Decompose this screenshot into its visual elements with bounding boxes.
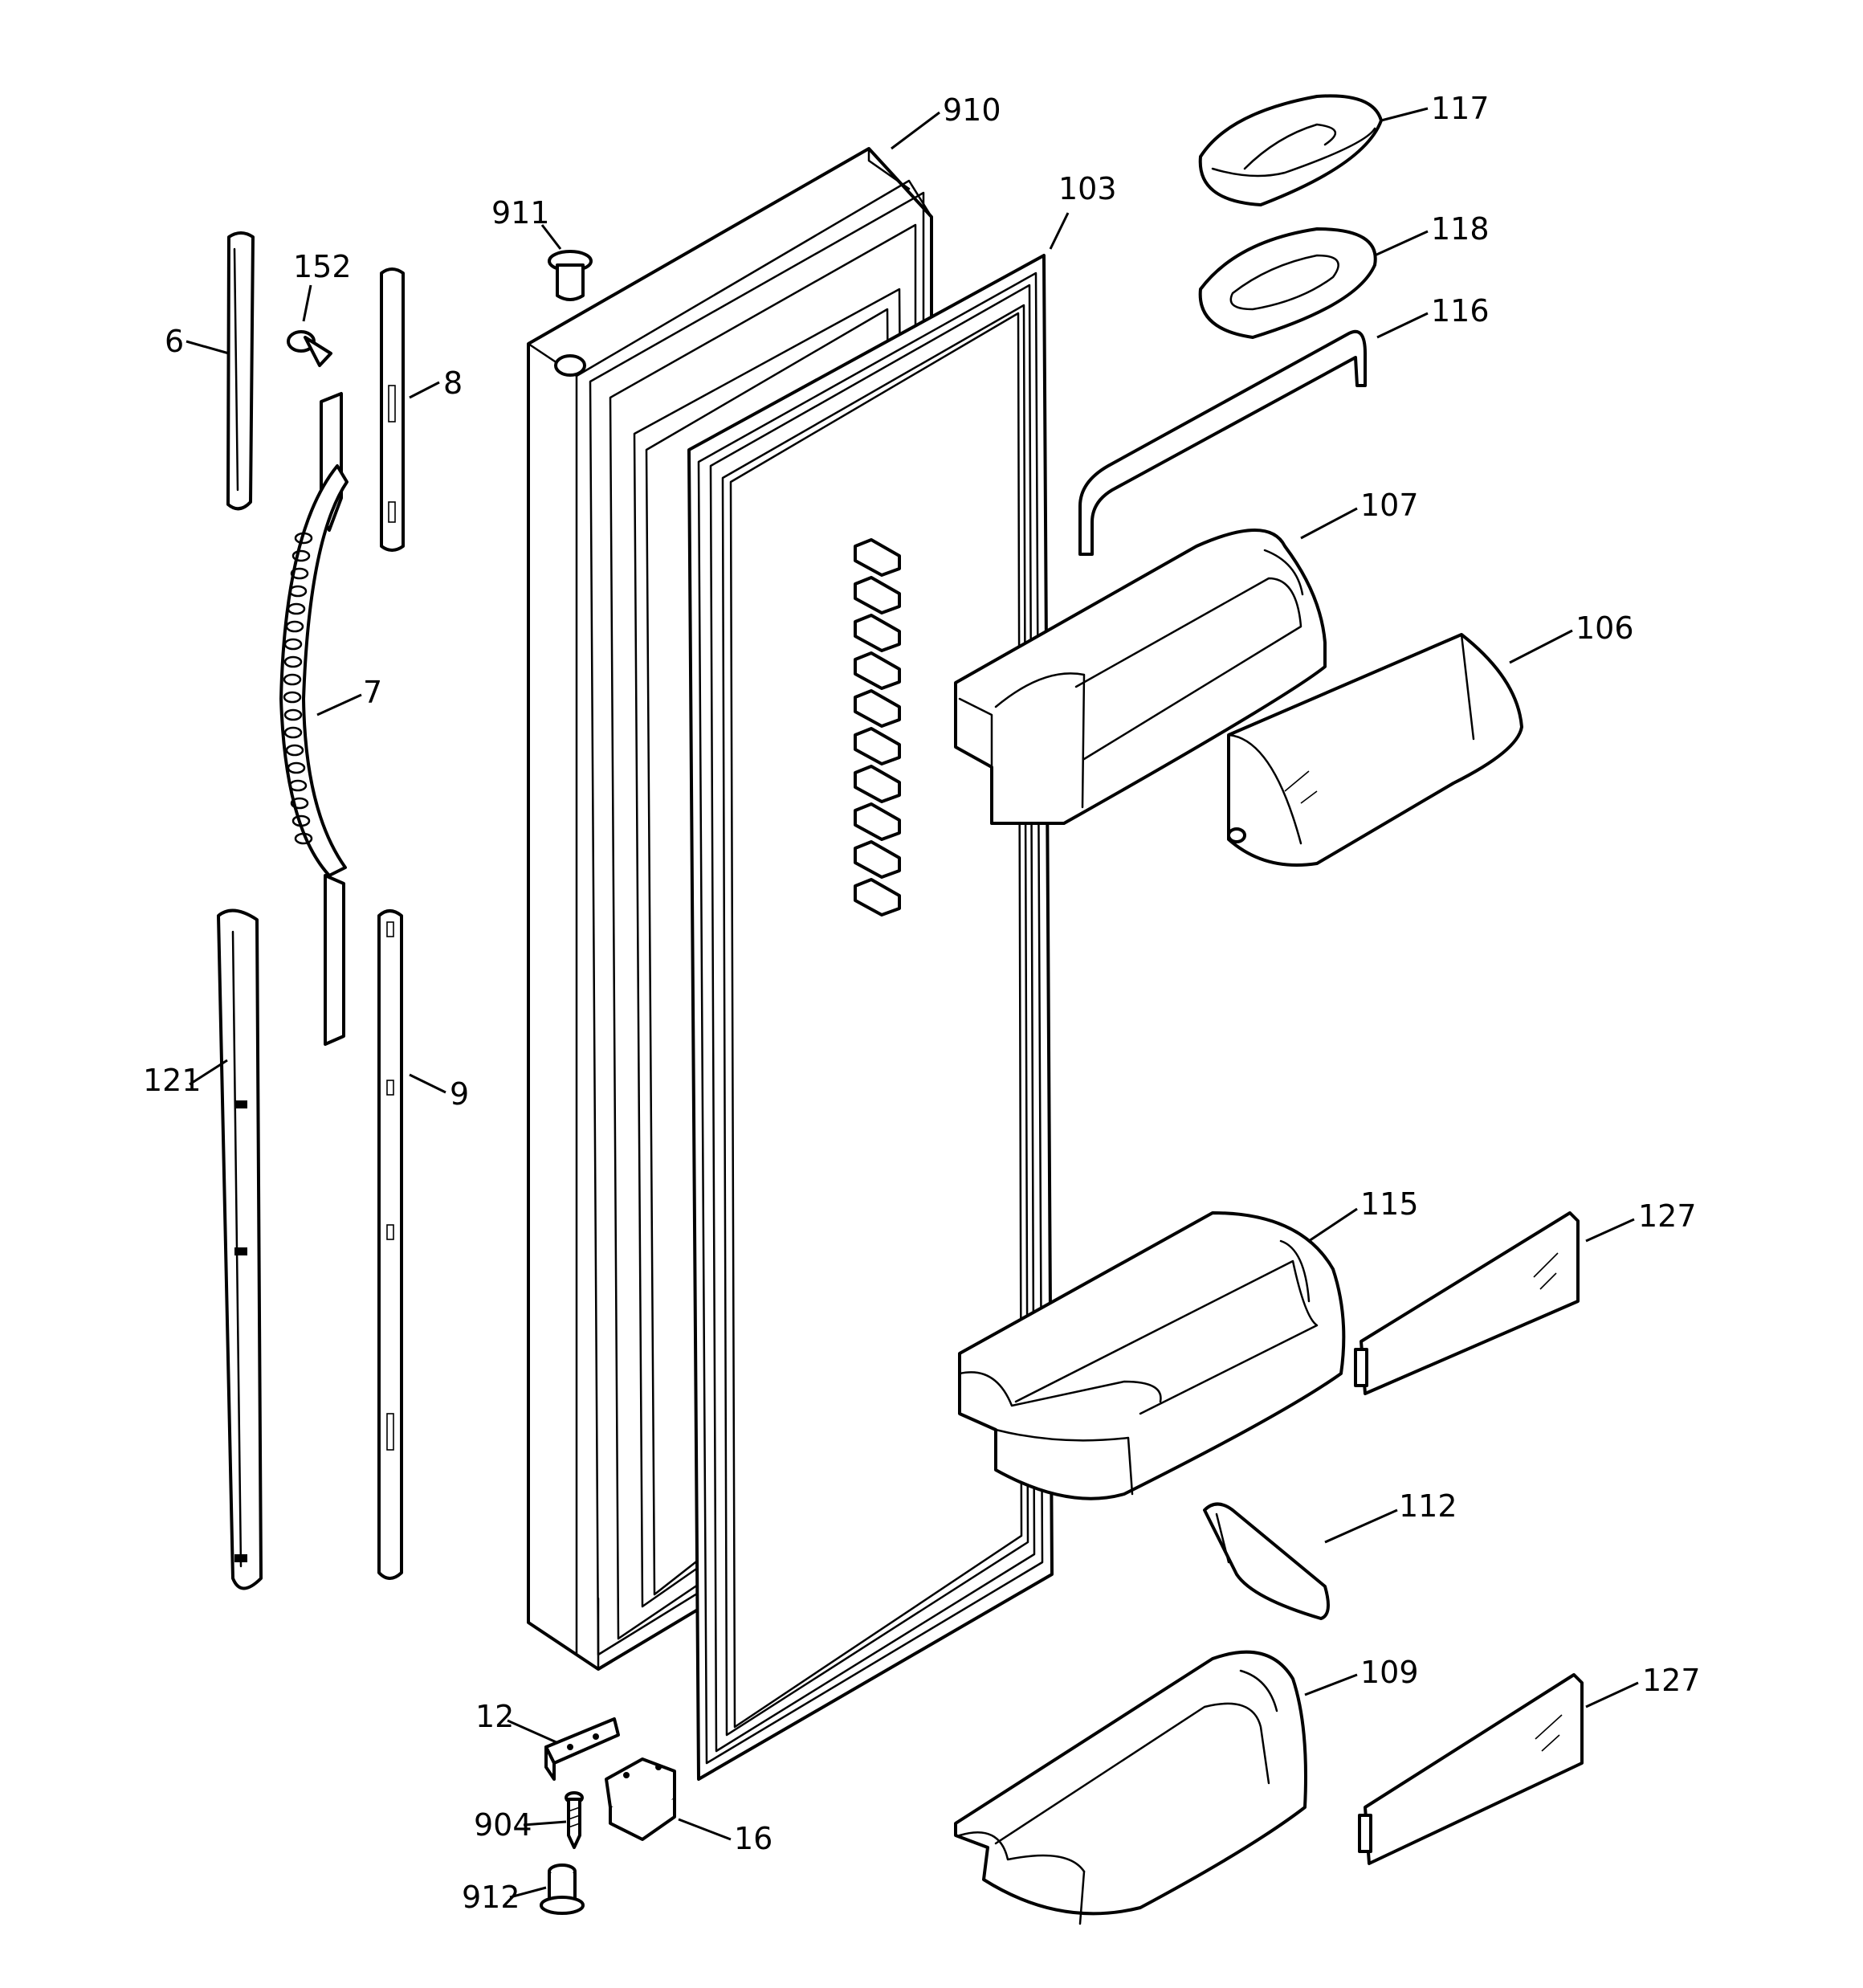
handle-rib [285,744,304,757]
door-bin-106 [1227,633,1523,867]
handle-rib [288,779,308,792]
liner-tab [854,651,901,690]
liner-tab [854,614,901,652]
liner-tab [854,765,901,803]
callout-9: 9 [450,1076,469,1112]
liner-tab [854,689,901,728]
handle-rib [291,549,311,562]
bin-panel-127-upper [1354,1211,1580,1395]
callout-127-upper: 127 [1638,1198,1697,1234]
callout-116: 116 [1431,293,1490,329]
handle-rib [288,585,308,598]
callout-12: 12 [475,1699,514,1734]
callout-6: 6 [165,324,184,359]
handle-rib [283,638,303,651]
cover-117 [1198,94,1383,206]
callout-labels: 910 911 103 117 118 116 152 6 8 7 107 10… [143,91,1701,1915]
trim-strip-6 [226,231,255,511]
handle-rib [283,655,303,668]
callout-152: 152 [293,249,352,284]
callout-118: 118 [1431,211,1490,247]
callout-106: 106 [1576,610,1634,646]
liner-tab [854,576,901,614]
liner-tab [854,727,901,765]
handle-rib [283,708,303,721]
liner-tab [854,840,901,879]
callout-127-lower: 127 [1642,1663,1701,1698]
trim-plate-9 [377,909,403,1580]
screw-152 [287,330,332,367]
trim-strip-121 [217,908,263,1590]
door-bin-107 [954,529,1327,825]
hinge-16 [605,1757,676,1841]
handle-rib [285,620,304,633]
handle-rib [290,567,309,580]
liner-tab [854,538,901,577]
handle-rib [283,726,303,739]
callout-904: 904 [474,1807,532,1843]
rail-116 [1078,329,1367,556]
callout-121: 121 [143,1063,202,1098]
callout-16: 16 [734,1821,773,1856]
liner-tab [854,802,901,841]
tray-118 [1198,227,1377,339]
callout-117: 117 [1431,91,1490,126]
door-bin-115 [958,1211,1346,1500]
callout-112: 112 [1399,1488,1457,1524]
hinge-bracket-12 [544,1717,620,1781]
trim-plate-8 [380,267,405,552]
callout-109: 109 [1360,1655,1419,1690]
handle-rib [294,532,313,545]
liner-tab [854,878,901,916]
handle-rib [283,691,302,704]
callout-107: 107 [1360,488,1419,523]
hinge-cap [548,250,593,301]
handle-rib [283,673,302,686]
liner-shelf-tabs [854,538,901,916]
door-gasket [687,254,1054,1781]
callout-115: 115 [1360,1186,1419,1222]
handle-rib [290,797,309,810]
callout-7: 7 [363,675,382,710]
door-handle [279,392,349,1046]
callout-910: 910 [943,92,1001,128]
handle-rib [287,602,306,615]
leader-lines [185,107,1639,1899]
handle-rib [294,832,313,845]
bin-panel-127-lower [1358,1673,1584,1865]
clip-112 [1203,1502,1330,1620]
screw-904 [565,1791,584,1849]
door-bin-109 [954,1650,1307,1925]
callout-912: 912 [462,1880,520,1915]
callout-8: 8 [443,365,463,401]
cap-912 [540,1863,585,1915]
callout-103: 103 [1058,171,1117,206]
handle-rib [287,761,306,774]
handle-rib [291,814,311,827]
callout-911: 911 [491,195,550,231]
